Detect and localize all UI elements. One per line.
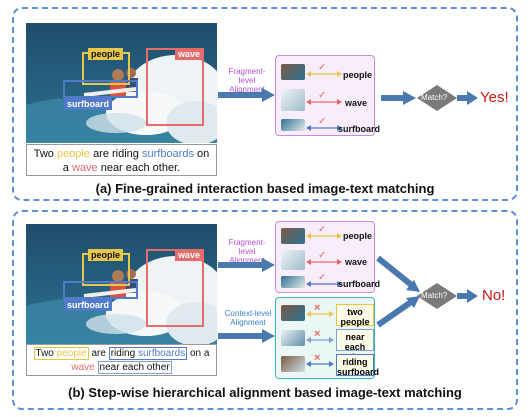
row-label-wave-a: wave bbox=[345, 98, 368, 108]
fragment-align-label-b: Fragment-level Alignment bbox=[228, 238, 266, 265]
thumb-people-b bbox=[281, 228, 305, 244]
caption-a: (a) Fine-grained interaction based image… bbox=[95, 181, 435, 196]
word-two: Two bbox=[33, 148, 54, 160]
arrow-align-to-match-a bbox=[381, 91, 416, 105]
fragment-align-label-a: Fragment-level Alignment bbox=[228, 67, 266, 94]
word-surfboards: surfboards bbox=[141, 148, 194, 160]
word-people: people bbox=[56, 148, 90, 160]
arrow-photo-to-fragment-b bbox=[218, 258, 275, 272]
people-tag-a: people bbox=[88, 48, 124, 60]
arrow-photo-to-align-a bbox=[218, 88, 275, 102]
check-icon: ✓ bbox=[318, 250, 327, 261]
result-yes: Yes! bbox=[480, 89, 509, 106]
arrow-match-to-result-b bbox=[457, 289, 478, 303]
surf-photo-a-image bbox=[26, 23, 217, 143]
word-are: are bbox=[91, 348, 106, 359]
row-label-people-b: people bbox=[343, 231, 373, 241]
phrase-two-people: Two people bbox=[33, 347, 89, 360]
match-label-a: Match? bbox=[421, 93, 448, 102]
match-label-b: Match? bbox=[421, 291, 448, 300]
row-label-surfboard-b: surfboard bbox=[338, 279, 381, 289]
links-b-fragment bbox=[306, 233, 342, 287]
surfboard-tag-b: surfboard bbox=[64, 299, 113, 311]
thumb-riding-surfboard bbox=[281, 356, 305, 372]
row-label-surfboard-a: surfboard bbox=[338, 124, 381, 134]
cross-icon: × bbox=[314, 352, 321, 364]
panel-a bbox=[12, 7, 518, 201]
row-label-people-a: people bbox=[343, 70, 373, 80]
cross-icon: × bbox=[314, 328, 321, 340]
word-people: people bbox=[56, 348, 87, 359]
caption-b: (b) Step-wise hierarchical alignment bas… bbox=[68, 385, 462, 400]
ctx-phrase-two-people: two people bbox=[336, 304, 374, 327]
arrow-match-to-result-a bbox=[457, 91, 478, 105]
word-riding: riding bbox=[110, 348, 136, 359]
context-align-label-b: Context-level Alignment bbox=[224, 309, 272, 327]
links-b-context bbox=[306, 311, 334, 367]
check-icon: ✓ bbox=[318, 272, 327, 283]
word-surfboards: surfboards bbox=[137, 348, 186, 359]
result-no: No! bbox=[482, 287, 506, 304]
surfboard-tag-a: surfboard bbox=[64, 98, 113, 110]
check-icon: ✓ bbox=[318, 116, 327, 127]
thumb-people-a bbox=[281, 64, 305, 80]
wave-tag-a: wave bbox=[175, 48, 204, 60]
thumb-surfboard-b bbox=[281, 276, 305, 288]
thumb-near-each-other bbox=[281, 330, 305, 346]
thumb-surfboard-a bbox=[281, 119, 305, 131]
caption-sentence-b: Two people are riding surfboards on a wa… bbox=[26, 344, 217, 376]
word-near-each-other: near each other. bbox=[100, 162, 181, 174]
word-wave: wave bbox=[71, 362, 95, 373]
word-on-a: on a bbox=[62, 148, 210, 174]
thumb-wave-a bbox=[281, 89, 305, 111]
thumb-two-people bbox=[281, 305, 305, 321]
phrase-near-each-other: near each other bbox=[97, 361, 172, 374]
arrow-photo-to-context-b bbox=[218, 329, 275, 343]
phrase-riding-surfboards: riding surfboards bbox=[108, 347, 188, 360]
check-icon: ✓ bbox=[318, 62, 327, 73]
check-icon: ✓ bbox=[318, 90, 327, 101]
word-two: Two bbox=[35, 348, 54, 359]
word-on-a: on a bbox=[189, 348, 210, 359]
ctx-phrase-riding-surfboard: riding surfboard bbox=[336, 354, 379, 377]
match-diamond-b bbox=[417, 283, 457, 309]
word-are-riding: are riding bbox=[93, 148, 139, 160]
people-tag-b: people bbox=[88, 249, 124, 261]
caption-sentence-a: Two people are riding surfboards on a wa… bbox=[26, 144, 217, 176]
cross-icon: × bbox=[314, 302, 321, 314]
check-icon: ✓ bbox=[318, 224, 327, 235]
match-diamond-a bbox=[417, 85, 457, 111]
surf-photo-a bbox=[26, 23, 217, 143]
arrows-to-match-b bbox=[376, 255, 420, 328]
ctx-phrase-near-each-other: near each other bbox=[336, 329, 374, 362]
thumb-wave-b bbox=[281, 250, 305, 270]
panel-b bbox=[12, 210, 518, 410]
surfboard-box-b bbox=[63, 281, 138, 299]
word-wave: wave bbox=[71, 162, 98, 174]
links-a bbox=[306, 71, 342, 131]
surfboard-box-a bbox=[63, 80, 138, 98]
row-label-wave-b: wave bbox=[345, 257, 368, 267]
wave-tag-b: wave bbox=[175, 249, 204, 261]
